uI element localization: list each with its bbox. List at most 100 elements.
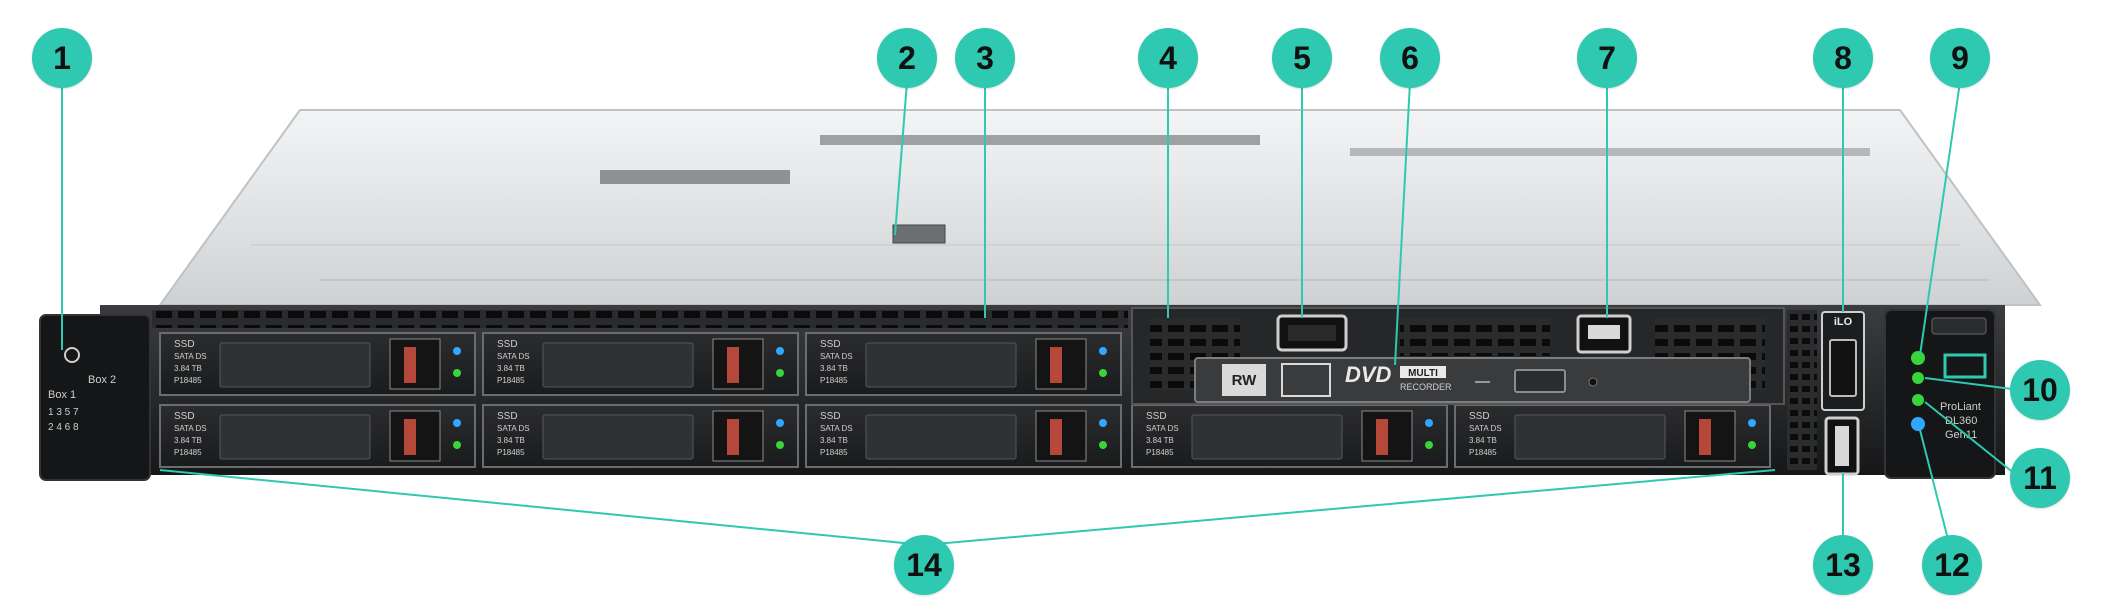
callout-9: 9 (1930, 28, 1990, 88)
drive-activity-led (1099, 369, 1107, 377)
drive-bay[interactable]: SSD SATA DS 3.84 TB P18485 (482, 332, 799, 396)
disc-logo (1281, 363, 1331, 397)
drive-handle[interactable] (219, 342, 371, 388)
drive-handle[interactable] (865, 414, 1017, 460)
drive-latch-tab (1050, 419, 1062, 455)
drive-handle[interactable] (542, 342, 694, 388)
callout-number: 5 (1293, 39, 1311, 76)
drive-handle[interactable] (865, 342, 1017, 388)
drive-label-line1: SSD (820, 411, 841, 422)
rw-logo-text: RW (1232, 372, 1258, 389)
power-button-led[interactable] (1911, 351, 1925, 365)
drive-icon (64, 347, 80, 363)
drive-label-line4: P18485 (1469, 448, 1497, 457)
drive-label-line4: P18485 (820, 376, 848, 385)
leader-line-12 (1919, 429, 1953, 556)
chassis-top (158, 109, 2042, 306)
callout-number: 11 (2023, 459, 2057, 496)
box2-label: Box 2 (88, 374, 116, 386)
callout-number: 4 (1159, 39, 1177, 76)
left-ear (39, 314, 151, 481)
drive-label-line1: SSD (1469, 411, 1490, 422)
callout-number: 9 (1951, 39, 1969, 76)
drive-locate-led (453, 419, 461, 427)
drive-label-line3: 3.84 TB (820, 364, 848, 373)
drive-latch-tab (404, 347, 416, 383)
drive-label-line4: P18485 (497, 448, 525, 457)
uid-button-led[interactable] (1911, 417, 1925, 431)
callout-8: 8 (1813, 28, 1873, 88)
drive-label-line4: P18485 (497, 376, 525, 385)
hpe-logo (1943, 353, 1987, 379)
drive-label-line2: SATA DS (497, 352, 530, 361)
box1-label: Box 1 (48, 389, 76, 401)
drive-label-line1: SSD (1146, 411, 1167, 422)
drive-label-line1: SSD (174, 339, 195, 350)
leader-line-6 (1394, 81, 1411, 366)
bay-map-bottom: 2 4 6 8 (48, 422, 79, 433)
drive-label-line3: 3.84 TB (497, 364, 525, 373)
callout-number: 8 (1834, 39, 1852, 76)
dvd-logo-text: DVD (1345, 362, 1392, 387)
drive-cage-vent (152, 310, 1128, 328)
callout-2: 2 (877, 28, 937, 88)
leader-line-14b (923, 469, 1776, 546)
callout-7: 7 (1577, 28, 1637, 88)
leader-line-10 (1924, 377, 2021, 391)
callout-number: 13 (1825, 546, 1861, 583)
callout-1: 1 (32, 28, 92, 88)
drive-locate-led (1425, 419, 1433, 427)
ear-pull-tab[interactable] (1931, 317, 1987, 335)
drive-label-line2: SATA DS (497, 424, 530, 433)
drive-label-line1: SSD (820, 339, 841, 350)
drive-label-line2: SATA DS (1146, 424, 1179, 433)
drive-handle[interactable] (1191, 414, 1343, 460)
drive-label-line1: SSD (497, 339, 518, 350)
drive-latch-tab (1699, 419, 1711, 455)
drive-label-line4: P18485 (174, 448, 202, 457)
drive-latch-tab (1376, 419, 1388, 455)
callout-4: 4 (1138, 28, 1198, 88)
right-ear (1884, 309, 1996, 479)
eject-button[interactable] (1514, 369, 1566, 393)
drive-locate-led (776, 419, 784, 427)
recorder-text: RECORDER (1400, 382, 1452, 392)
media-vent-mid (1400, 318, 1550, 356)
drive-locate-led (1099, 419, 1107, 427)
right-vent-column (1787, 310, 1817, 470)
drive-label-line4: P18485 (174, 376, 202, 385)
drive-handle[interactable] (219, 414, 371, 460)
rw-logo-box (1222, 364, 1266, 396)
drive-latch-tab (1050, 347, 1062, 383)
drive-handle[interactable] (1514, 414, 1666, 460)
drive-handle[interactable] (542, 414, 694, 460)
drive-locate-led (776, 347, 784, 355)
drive-locate-led (1748, 419, 1756, 427)
model-line1: ProLiant (1940, 401, 1981, 413)
drive-label-line3: 3.84 TB (1469, 436, 1497, 445)
callout-3: 3 (955, 28, 1015, 88)
drive-activity-led (453, 441, 461, 449)
drive-latch-tab (727, 419, 739, 455)
callout-number: 7 (1598, 39, 1616, 76)
drive-label-line1: SSD (497, 411, 518, 422)
drive-activity-led (1748, 441, 1756, 449)
ilo-service-port[interactable] (1829, 339, 1857, 397)
health-led (1912, 372, 1924, 384)
drive-label-line1: SSD (174, 411, 195, 422)
callout-number: 10 (2022, 371, 2058, 408)
callout-number: 3 (976, 39, 994, 76)
callout-11: 11 (2010, 448, 2070, 508)
drive-label-line3: 3.84 TB (174, 364, 202, 373)
leader-line-9 (1919, 81, 1961, 356)
optical-drive[interactable] (1194, 357, 1751, 403)
